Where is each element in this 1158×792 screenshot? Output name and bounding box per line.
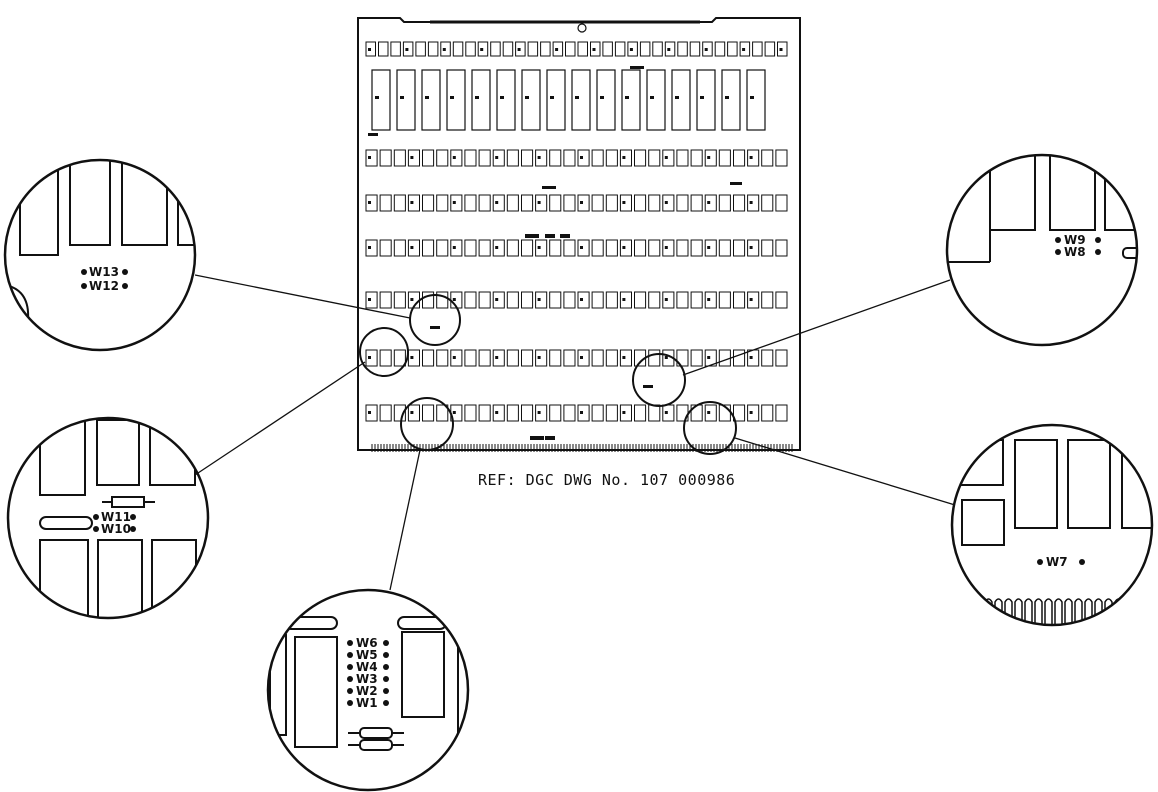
drawing-reference: REF: DGC DWG No. 107 000986 [478, 471, 735, 489]
jumper-w8-label: W8 [1064, 245, 1086, 259]
jumper-w9-label: W9 [1064, 233, 1086, 247]
jumper-w7-label: W7 [1046, 555, 1068, 569]
jumper-w6-label: W6 [356, 636, 378, 650]
zoom-marker-w6-w1 [400, 397, 454, 451]
detail-w7: W7 [950, 423, 1154, 627]
zoom-marker-w11-w10 [359, 327, 409, 377]
edge-connector [371, 444, 793, 452]
jumper-w5-label: W5 [356, 648, 378, 662]
jumper-w10-label: W10 [101, 522, 131, 536]
jumper-w3-label: W3 [356, 672, 378, 686]
jumper-w12-label: W12 [89, 279, 119, 293]
jumper-w4-label: W4 [356, 660, 378, 674]
detail-w9-w8: W9 W8 [945, 153, 1139, 347]
zoom-marker-w13-w12 [409, 294, 461, 346]
detail-w13-w12: W13 W12 [3, 158, 197, 352]
detail-w11-w10: W11 W10 [6, 416, 210, 620]
circuit-board [357, 17, 801, 455]
zoom-marker-w7 [683, 401, 737, 455]
jumper-w2-label: W2 [356, 684, 378, 698]
ic-rows [365, 41, 788, 440]
jumper-w1-label: W1 [356, 696, 378, 710]
zoom-marker-w9-w8 [632, 353, 686, 407]
jumper-w13-label: W13 [89, 265, 119, 279]
leader-lines [194, 274, 956, 591]
jumper-w11-label: W11 [101, 510, 131, 524]
detail-w6-w1: W6 W5 W4 W3 W2 W1 [266, 588, 470, 792]
